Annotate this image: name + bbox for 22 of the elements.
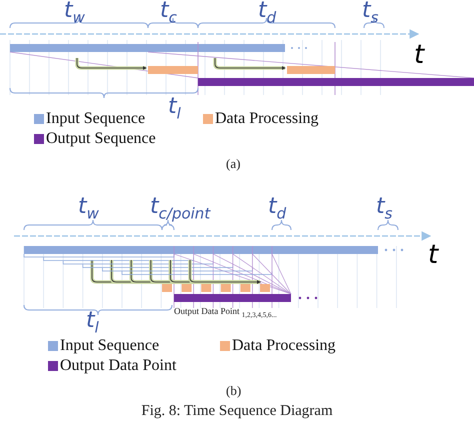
- legend-text: Output Sequence: [46, 131, 156, 147]
- panel-label: (b): [226, 384, 242, 397]
- time-symbol: t$_{s}$: [362, 0, 378, 26]
- panel-label: (a): [226, 157, 240, 170]
- time-symbol: t$_{w}$: [64, 0, 85, 26]
- legend-text: Data Processing: [215, 111, 319, 127]
- time-symbol: t: [414, 42, 424, 68]
- legend-text: Input Sequence: [60, 338, 160, 354]
- time-symbol: t$_{s}$: [376, 196, 392, 222]
- legend-text: Output Data Point: [60, 358, 176, 374]
- axis-annotation: Output Data Point $_{1,2,3,4,5,6...}$: [174, 307, 277, 319]
- legend-text: Input Sequence: [46, 111, 146, 127]
- time-symbol: t$_{c/point}$: [150, 196, 210, 222]
- time-symbol: t$_{w}$: [78, 196, 99, 222]
- time-symbol: t$_{d}$: [258, 0, 276, 26]
- time-symbol: t$_{d}$: [268, 196, 286, 222]
- time-symbol: t$_{l}$: [86, 310, 99, 336]
- time-symbol: t$_{c}$: [160, 0, 177, 26]
- legend-text: Data Processing: [232, 338, 336, 354]
- figure-caption: Fig. 8: Time Sequence Diagram: [140, 404, 334, 419]
- time-symbol: t: [428, 242, 438, 268]
- time-symbol: t$_{l}$: [168, 96, 181, 122]
